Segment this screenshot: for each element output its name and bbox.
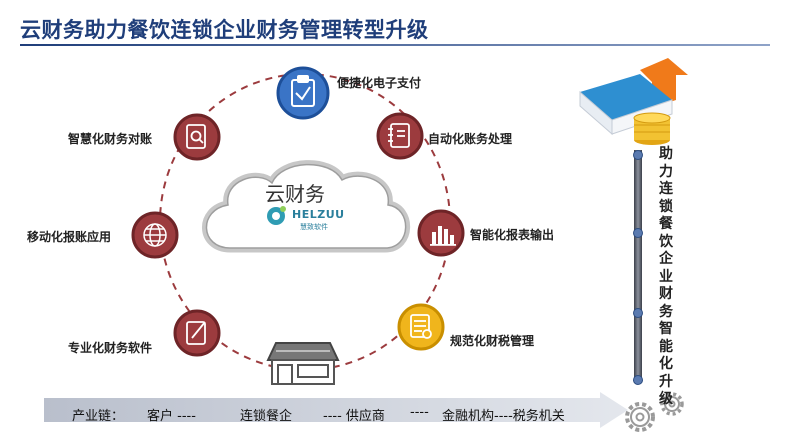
chain-item-chain-restaurant: 连锁餐企	[240, 409, 293, 424]
chain-item-finance-tax: 金融机构----税务机关	[442, 409, 565, 424]
node-label-finance-software: 专业化财务软件	[68, 341, 153, 355]
node-label-smart-reconciliation: 智慧化财务对账	[68, 132, 153, 146]
node-label-auto-accounting: 自动化账务处理	[428, 132, 513, 146]
search-document-icon	[186, 124, 206, 149]
money-growth-icon	[579, 58, 688, 145]
side-vertical-text: 助力连锁餐饮企业财务智能化升级	[659, 146, 673, 407]
edit-icon	[186, 321, 206, 345]
progress-dot	[633, 228, 643, 238]
chain-separator: ----	[410, 405, 429, 420]
node-label-report-output: 智能化报表输出	[470, 228, 555, 242]
brand-subtitle: 慧致软件	[300, 223, 328, 231]
cloud-shape	[202, 160, 411, 253]
title-underline	[20, 44, 770, 46]
clipboard-check-icon	[291, 75, 315, 107]
notebook-icon	[388, 123, 410, 148]
node-report-output	[417, 209, 465, 257]
helzuu-logo-icon	[267, 206, 286, 225]
brand-name: HELZUU	[292, 208, 345, 221]
globe-icon	[143, 223, 167, 247]
industry-chain-arrow	[44, 392, 628, 428]
cloud-title: 云财务	[265, 182, 325, 206]
page-title: 云财务助力餐饮连锁企业财务管理转型升级	[20, 18, 429, 42]
node-mobile-reimbursement	[131, 211, 179, 259]
bar-chart-icon	[430, 226, 456, 246]
chain-label: 产业链：	[72, 409, 125, 424]
progress-dot	[633, 308, 643, 318]
node-label-electronic-payment: 便捷化电子支付	[337, 76, 422, 90]
vertical-progress-bar	[634, 150, 642, 382]
node-auto-accounting	[376, 112, 424, 160]
chain-item-customer: 客户 ----	[147, 409, 196, 424]
progress-dot	[633, 150, 643, 160]
node-smart-reconciliation	[173, 113, 221, 161]
node-tax-management	[397, 303, 445, 351]
node-finance-software	[173, 309, 221, 357]
node-electronic-payment	[276, 66, 330, 120]
progress-dot	[633, 375, 643, 385]
node-label-mobile-reimbursement: 移动化报账应用	[27, 230, 112, 244]
chain-item-supplier: ---- 供应商	[323, 409, 385, 424]
document-list-icon	[410, 314, 432, 339]
storefront-icon	[266, 342, 340, 385]
gears-icon	[625, 392, 684, 432]
node-label-tax-management: 规范化财税管理	[450, 334, 535, 348]
